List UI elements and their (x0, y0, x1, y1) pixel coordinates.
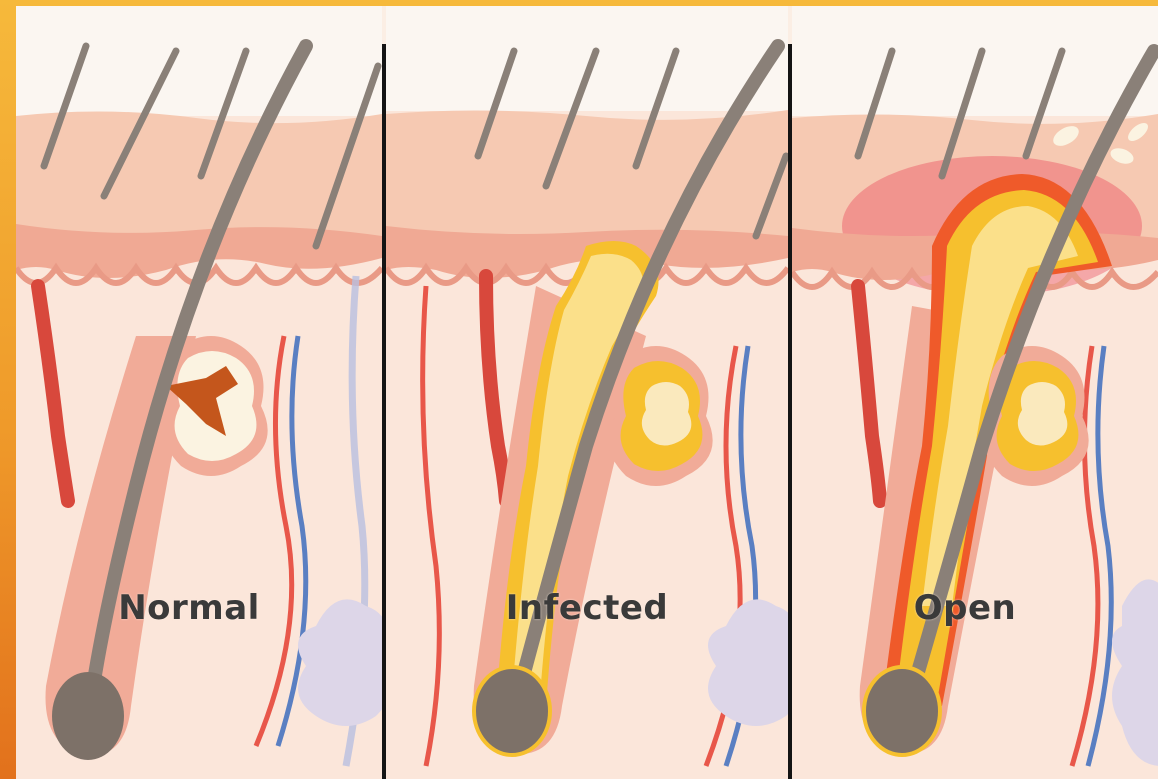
panel-normal: Normal (16, 6, 382, 779)
label-open: Open (792, 588, 1148, 628)
panel-infected: Infected (386, 6, 788, 779)
open-follicle-illustration (792, 6, 1158, 779)
normal-follicle-illustration (16, 6, 382, 779)
illustration-frame: Normal (16, 6, 1158, 779)
panel-open: Open (792, 6, 1158, 779)
infected-follicle-illustration (386, 6, 788, 779)
label-normal: Normal (16, 588, 372, 628)
label-infected: Infected (386, 588, 788, 628)
